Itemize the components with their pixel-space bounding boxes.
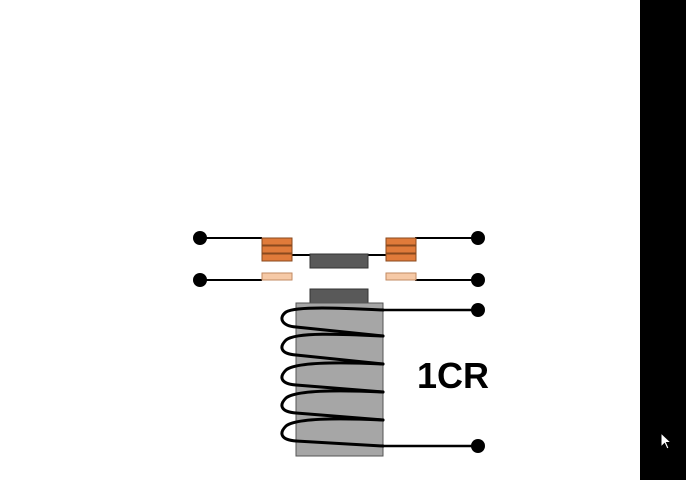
coil-core xyxy=(295,302,384,457)
terminal-bottom-right xyxy=(471,273,485,287)
terminal-top-left xyxy=(193,231,207,245)
left-contact-open xyxy=(261,272,293,281)
moving-armature xyxy=(309,253,369,269)
relay-label: 1CR xyxy=(417,355,490,396)
core-cap xyxy=(309,288,369,304)
right-contact-closed xyxy=(385,237,417,262)
right-contact-open xyxy=(385,272,417,281)
terminal-bottom-left xyxy=(193,273,207,287)
mouse-pointer-icon xyxy=(660,432,672,450)
left-contact-closed xyxy=(261,237,293,262)
relay-diagram xyxy=(193,231,485,457)
slide-canvas: 1CR xyxy=(193,231,490,457)
coil-windings xyxy=(280,306,385,448)
side-bar xyxy=(640,0,686,480)
terminal-top-right xyxy=(471,231,485,245)
